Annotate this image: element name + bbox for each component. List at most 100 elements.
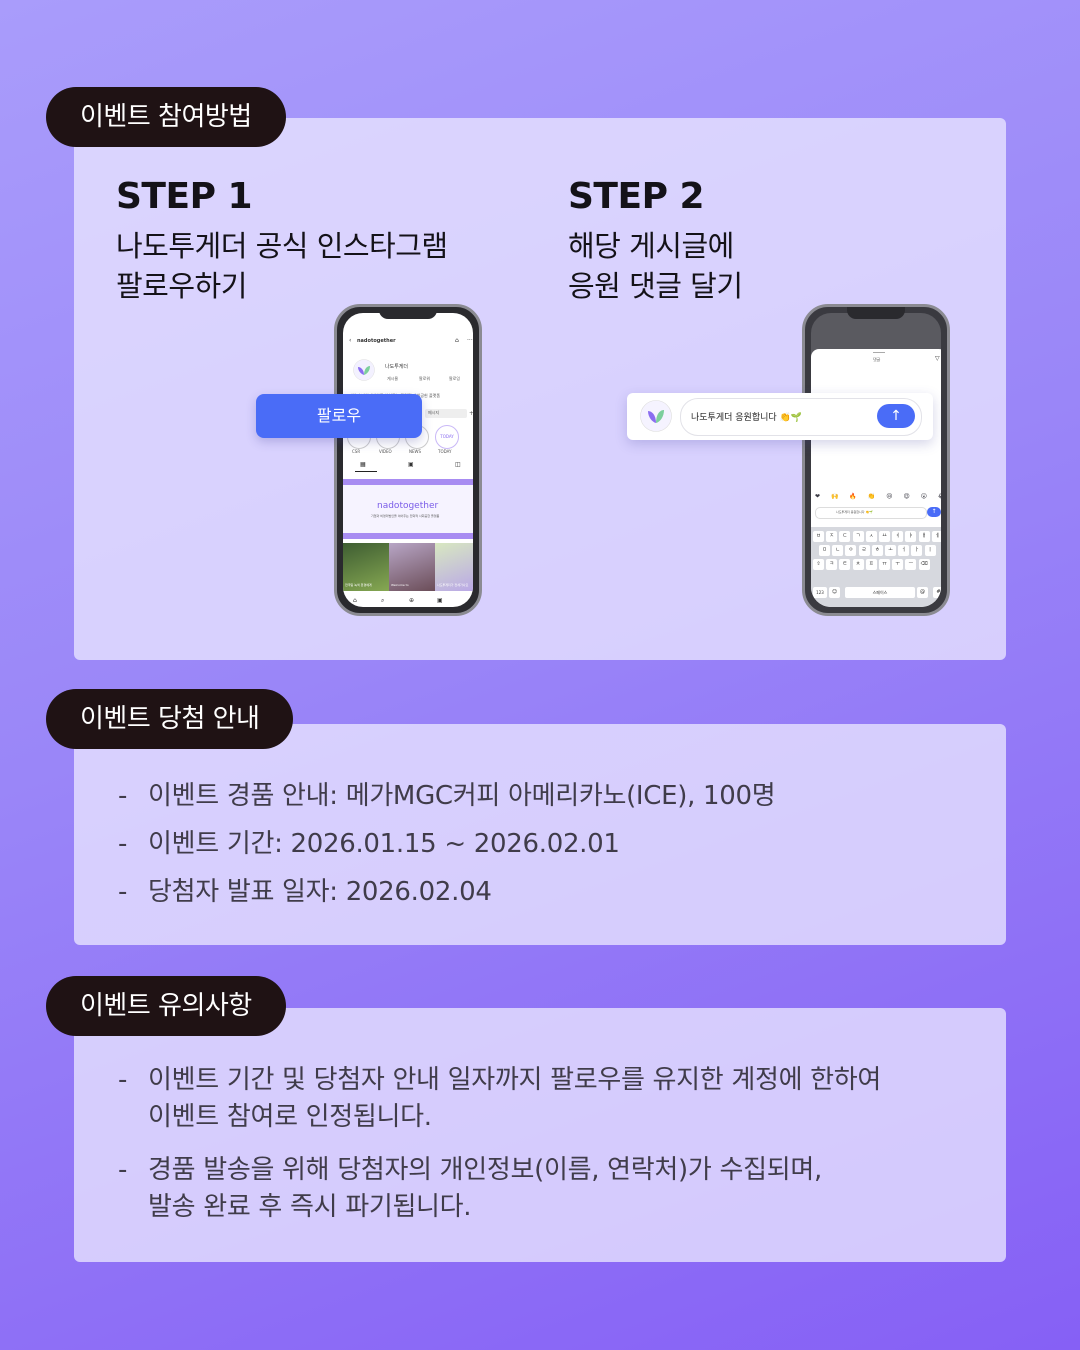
keyboard-key[interactable]: ㄱ bbox=[852, 531, 864, 542]
keyboard-key[interactable]: ⌫ bbox=[918, 559, 930, 570]
highlight-today[interactable]: TODAY bbox=[435, 425, 459, 449]
step1-desc-line2: 팔로우하기 bbox=[116, 269, 247, 303]
home-icon[interactable]: ⌂ bbox=[353, 597, 357, 604]
emoji-laugh[interactable]: 😂 bbox=[938, 493, 941, 500]
keyboard-key[interactable]: ㅊ bbox=[852, 559, 864, 570]
keyboard: ㅂㅈㄷㄱㅅㅛㅕㅑㅐㅔ ㅁㄴㅇㄹㅎㅗㅓㅏㅣ ⇧ㅋㅌㅊㅍㅠㅜㅡ⌫ 123 ☺ 스페이… bbox=[811, 527, 941, 607]
grid-tab-icon[interactable]: ▦ bbox=[360, 461, 366, 468]
post-tile-1[interactable]: 전국팀 녹색 환경에게 bbox=[343, 543, 389, 591]
emoji-wow[interactable]: 😮 bbox=[920, 493, 927, 500]
keyboard-key[interactable]: ㅣ bbox=[924, 545, 936, 556]
profile-avatar-leaf-icon bbox=[353, 359, 375, 381]
instagram-profile-screen: ‹ nadotogether ⌂ ··· 나도투게더 게시물 팔로워 팔로잉 기… bbox=[343, 313, 473, 607]
follow-button-label: 팔로우 bbox=[316, 406, 362, 425]
keyboard-key[interactable]: ㅠ bbox=[879, 559, 890, 570]
keyboard-key[interactable]: ㅌ bbox=[839, 559, 851, 570]
profile-handle: nadotogether bbox=[357, 338, 396, 344]
back-icon[interactable]: ‹ bbox=[349, 337, 352, 344]
share-icon[interactable]: ▽ bbox=[935, 355, 940, 362]
comment-input-bar: 나도투게더 응원합니다 👏🌱 ↑ bbox=[627, 393, 933, 440]
reels-icon[interactable]: ▣ bbox=[437, 597, 443, 604]
keyboard-key[interactable]: ㅡ bbox=[905, 559, 917, 570]
keyboard-key[interactable]: ㅋ bbox=[826, 559, 838, 570]
keyboard-key[interactable]: ㄴ bbox=[832, 545, 844, 556]
mini-send-icon[interactable]: ↑ bbox=[927, 507, 941, 517]
key-hash[interactable]: # bbox=[933, 587, 941, 598]
tagged-tab-icon[interactable]: ◫ bbox=[455, 461, 461, 468]
keyboard-key[interactable]: ㅈ bbox=[826, 531, 838, 542]
mini-comment-input[interactable]: 나도투게더 응원합니다 👏🌱 bbox=[815, 507, 927, 519]
key-space[interactable]: 스페이스 bbox=[845, 587, 915, 598]
reels-tab-icon[interactable]: ▣ bbox=[408, 461, 414, 468]
keyboard-key[interactable]: ㅍ bbox=[865, 559, 877, 570]
send-arrow-icon[interactable]: ↑ bbox=[877, 404, 915, 428]
stat-following: 팔로잉 bbox=[449, 376, 461, 381]
emoji-love[interactable]: 😍 bbox=[903, 493, 910, 500]
phone-comment-screen: 댓글 ▽ ❤ 🙌 🔥 👏 😢 😍 😮 😂 나도투게더 응원합니다 👏🌱 ↑ bbox=[802, 304, 950, 616]
keyboard-key[interactable]: ㅅ bbox=[865, 531, 877, 542]
add-person-icon[interactable]: + bbox=[469, 410, 473, 417]
profile-banner: nadotogether 기업과 비영리법인을 이어주는 전략적 사회공헌 플랫… bbox=[343, 479, 473, 539]
step2-desc-line2: 응원 댓글 달기 bbox=[568, 269, 743, 303]
emoji-key-icon[interactable]: ☺ bbox=[829, 587, 840, 598]
keyboard-key[interactable]: ㅂ bbox=[813, 531, 824, 542]
message-button-label: 메시지 bbox=[428, 410, 440, 415]
sheet-handle bbox=[873, 352, 885, 353]
phone-instagram-profile: ‹ nadotogether ⌂ ··· 나도투게더 게시물 팔로워 팔로잉 기… bbox=[334, 304, 482, 616]
post-tile-3[interactable]: 나도투게더가 전세가나요 bbox=[435, 543, 473, 591]
keyboard-key[interactable]: ㅕ bbox=[892, 531, 904, 542]
follow-button[interactable]: 팔로우 bbox=[256, 394, 422, 438]
keyboard-key[interactable]: ㅁ bbox=[819, 545, 830, 556]
key-123[interactable]: 123 bbox=[813, 587, 827, 598]
emoji-cry[interactable]: 😢 bbox=[886, 493, 893, 500]
bell-icon[interactable]: ⌂ bbox=[455, 337, 459, 344]
notice-item-privacy-line2: 발송 완료 후 즉시 파기됩니다. bbox=[148, 1192, 472, 1222]
comment-screen: 댓글 ▽ ❤ 🙌 🔥 👏 😢 😍 😮 😂 나도투게더 응원합니다 👏🌱 ↑ bbox=[811, 313, 941, 607]
emoji-clap[interactable]: 👏 bbox=[867, 493, 876, 500]
keyboard-key[interactable]: ㅗ bbox=[885, 545, 896, 556]
keyboard-key[interactable]: ㅑ bbox=[905, 531, 917, 542]
comment-input[interactable]: 나도투게더 응원합니다 👏🌱 ↑ bbox=[680, 398, 922, 436]
step1-description: 나도투게더 공식 인스타그램 팔로우하기 bbox=[116, 226, 448, 306]
commenter-avatar-leaf-icon bbox=[640, 400, 672, 432]
tile-caption-3: 나도투게더가 전세가나요 bbox=[437, 583, 469, 587]
winner-info-list: 이벤트 경품 안내: 메가MGC커피 아메리카노(ICE), 100명 이벤트 … bbox=[118, 772, 776, 916]
keyboard-key[interactable]: ⇧ bbox=[813, 559, 824, 570]
post-tile-2[interactable]: Welcome to bbox=[389, 543, 435, 591]
message-button[interactable]: 메시지 bbox=[425, 409, 467, 418]
step2-desc-line1: 해당 게시글에 bbox=[568, 229, 734, 263]
emoji-row: ❤ 🙌 🔥 👏 😢 😍 😮 😂 bbox=[815, 493, 941, 500]
announcement-date: 당첨자 발표 일자: 2026.02.04 bbox=[118, 868, 775, 916]
create-icon[interactable]: ⊕ bbox=[409, 597, 415, 604]
keyboard-key[interactable]: ㅇ bbox=[845, 545, 857, 556]
section-pill-winner-info: 이벤트 당첨 안내 bbox=[46, 689, 294, 749]
notice-item-follow-line2: 이벤트 참여로 인정됩니다. bbox=[148, 1102, 432, 1132]
step1-title: STEP 1 bbox=[116, 176, 253, 217]
keyboard-key[interactable]: ㅜ bbox=[892, 559, 904, 570]
banner-subtitle: 기업과 비영리법인을 이어주는 전략적 사회공헌 플랫폼 bbox=[371, 514, 440, 518]
emoji-heart[interactable]: ❤ bbox=[815, 493, 821, 500]
search-icon[interactable]: ⌕ bbox=[381, 597, 385, 604]
key-at[interactable]: @ bbox=[917, 587, 928, 598]
keyboard-key[interactable]: ㄷ bbox=[839, 531, 851, 542]
tile-caption-2: Welcome to bbox=[391, 583, 409, 587]
keyboard-key[interactable]: ㄹ bbox=[858, 545, 870, 556]
phone-notch-2 bbox=[847, 307, 905, 319]
notice-item-privacy: 경품 발송을 위해 당첨자의 개인정보(이름, 연락처)가 수집되며, 발송 완… bbox=[118, 1152, 881, 1226]
emoji-raise[interactable]: 🙌 bbox=[830, 493, 839, 500]
step1-desc-line1: 나도투게더 공식 인스타그램 bbox=[116, 229, 448, 263]
participation-card: STEP 1 나도투게더 공식 인스타그램 팔로우하기 STEP 2 해당 게시… bbox=[74, 118, 1006, 660]
more-icon[interactable]: ··· bbox=[467, 337, 473, 344]
keyboard-key[interactable]: ㅎ bbox=[871, 545, 883, 556]
keyboard-key[interactable]: ㅛ bbox=[879, 531, 890, 542]
comments-header: 댓글 bbox=[873, 357, 881, 362]
highlight-label-csr: CSR bbox=[352, 449, 361, 454]
keyboard-key[interactable]: ㅓ bbox=[898, 545, 910, 556]
keyboard-key[interactable]: ㅐ bbox=[918, 531, 930, 542]
section-pill-participation: 이벤트 참여방법 bbox=[46, 87, 286, 147]
mini-comment-text: 나도투게더 응원합니다 👏🌱 bbox=[836, 510, 873, 514]
highlight-label-video: VIDEO bbox=[379, 449, 392, 454]
keyboard-key[interactable]: ㅏ bbox=[911, 545, 923, 556]
emoji-fire[interactable]: 🔥 bbox=[849, 493, 857, 500]
keyboard-key[interactable]: ㅔ bbox=[931, 531, 941, 542]
